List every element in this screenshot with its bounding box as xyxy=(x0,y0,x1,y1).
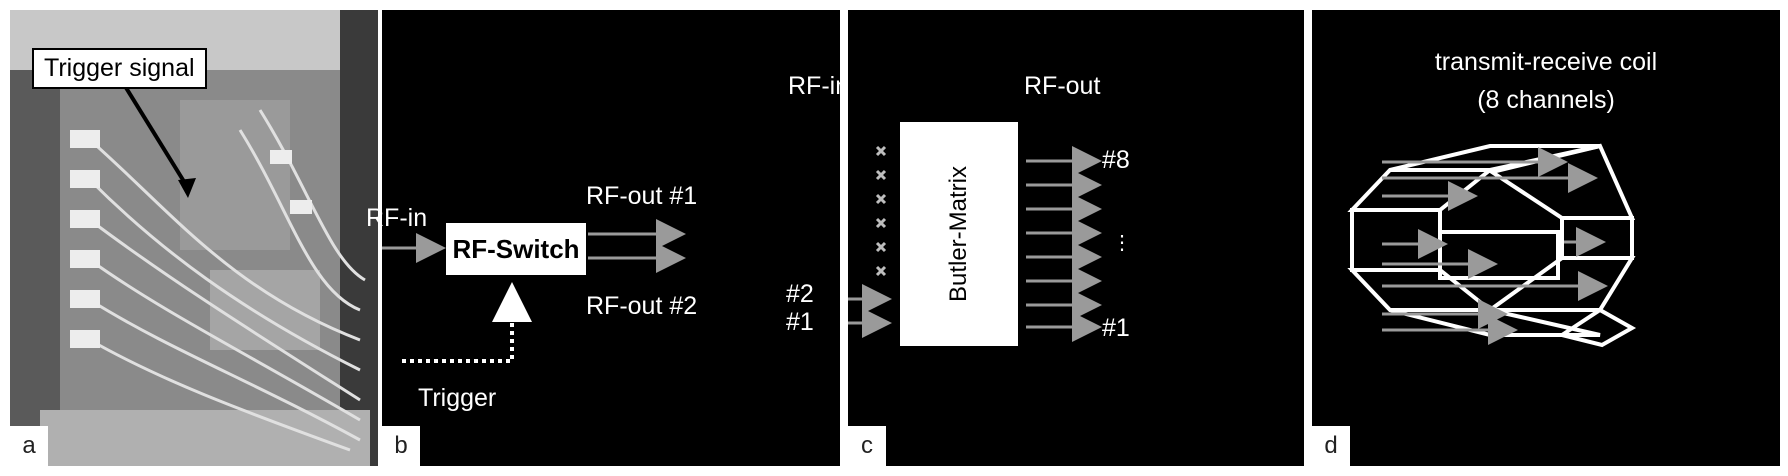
output-8-text: #8 xyxy=(1102,146,1130,174)
panel-label-c: c xyxy=(848,426,886,466)
butler-matrix-panel: RF-in RF-out Butler-Matrix #2 #1 #8 ⋮ #1… xyxy=(786,10,1304,466)
input-1-text: #1 xyxy=(786,308,814,336)
rf-switch-panel: RF-in RF-Switch RF-out #1 RF-out #2 Trig… xyxy=(366,10,840,466)
trigger-dotted-line xyxy=(402,282,532,363)
butler-matrix-box: Butler-Matrix xyxy=(900,122,1018,346)
rf-switch-label: RF-Switch xyxy=(452,233,580,264)
rf-out-2-text: RF-out #2 xyxy=(586,292,698,320)
photo-panel: Trigger signal a xyxy=(10,10,378,466)
rf-out-1-text: RF-out #1 xyxy=(586,182,698,210)
trigger-text: Trigger xyxy=(418,384,497,412)
coil-title-line-1: transmit-receive coil xyxy=(1434,48,1658,76)
coil-panel: transmit-receive coil (8 channels) xyxy=(1312,10,1780,466)
input-2-text: #2 xyxy=(786,280,814,308)
unused-input-markers xyxy=(875,145,887,277)
rf-in-text: RF-in xyxy=(366,204,428,232)
output-1-text: #1 xyxy=(1102,314,1130,342)
rf-out-text: RF-out xyxy=(1024,72,1101,100)
rf-switch-box: RF-Switch xyxy=(446,223,586,275)
butler-matrix-label: Butler-Matrix xyxy=(945,165,972,303)
coil-field-arrows xyxy=(1382,147,1608,345)
rf-switch-arrows xyxy=(382,219,686,363)
output-ellipsis: ⋮ xyxy=(1112,232,1132,254)
butler-matrix-arrows xyxy=(848,145,1102,342)
coil-title-line-2: (8 channels) xyxy=(1477,86,1615,114)
panel-label-a: a xyxy=(10,426,48,466)
coil-drawing xyxy=(1347,143,1637,348)
rf-in-text: RF-in xyxy=(788,72,850,100)
callout-pointer xyxy=(118,76,190,190)
panel-label-b: b xyxy=(382,426,420,466)
trigger-signal-callout: Trigger signal xyxy=(32,48,207,89)
output-arrows xyxy=(1026,146,1102,342)
panel-label-d: d xyxy=(1312,426,1350,466)
